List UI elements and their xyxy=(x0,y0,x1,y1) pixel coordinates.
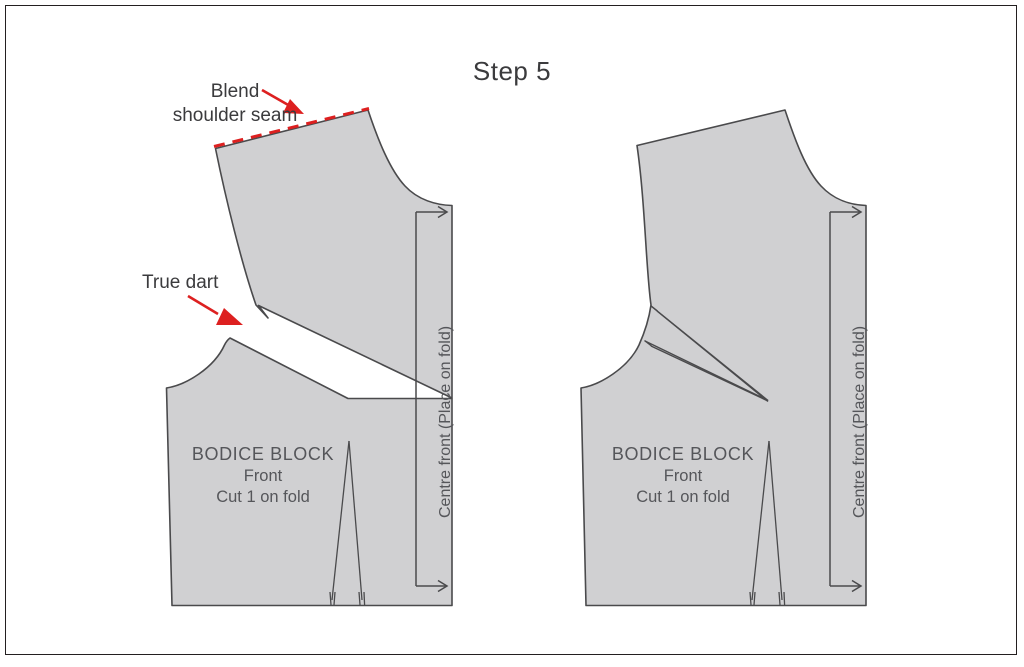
left-pattern-name: BODICE BLOCK xyxy=(191,444,335,464)
right-pattern-piece: Front xyxy=(663,467,703,485)
left-grainline-arrowhead-top xyxy=(437,205,449,219)
left-grainline-arrowhead-bottom xyxy=(437,579,449,593)
blend-shoulder-dashed-line xyxy=(213,107,370,148)
left-grainline xyxy=(415,211,446,587)
true-dart-arrow xyxy=(187,294,243,325)
right-pattern-name: BODICE BLOCK xyxy=(611,444,755,464)
true-dart-callout: True dart xyxy=(142,271,282,295)
right-grainline-label: Centre front (Place on fold) xyxy=(851,325,868,518)
right-grainline-arrowhead-top xyxy=(851,205,863,219)
blend-shoulder-arrow xyxy=(261,88,304,114)
left-waist-dart xyxy=(329,440,366,606)
left-grainline-label: Centre front (Place on fold) xyxy=(437,325,454,518)
right-pattern-label: BODICE BLOCK Front Cut 1 on fold xyxy=(598,444,768,507)
right-trued-dart xyxy=(644,304,769,403)
left-bodice-upper-outline xyxy=(214,109,453,399)
right-grainline xyxy=(829,211,860,587)
true-dart-label: True dart xyxy=(142,272,219,293)
right-bodice-outline xyxy=(580,109,867,607)
blend-shoulder-seam-line2: shoulder seam xyxy=(172,104,298,126)
left-bodice-lower-outline xyxy=(165,337,453,607)
blend-shoulder-seam-line1: Blend xyxy=(210,81,260,102)
right-grainline-arrowhead-bottom xyxy=(851,579,863,593)
left-pattern-piece: Front xyxy=(243,467,283,485)
pattern-piece-left xyxy=(165,88,453,607)
left-pattern-label: BODICE BLOCK Front Cut 1 on fold xyxy=(178,444,348,507)
blend-shoulder-seam-callout: Blend shoulder seam xyxy=(140,80,330,128)
right-pattern-cutting: Cut 1 on fold xyxy=(636,488,730,506)
right-waist-dart xyxy=(749,440,786,606)
left-pattern-cutting: Cut 1 on fold xyxy=(216,488,310,506)
pattern-piece-right xyxy=(580,109,867,607)
page-title: Step 5 xyxy=(472,56,552,86)
